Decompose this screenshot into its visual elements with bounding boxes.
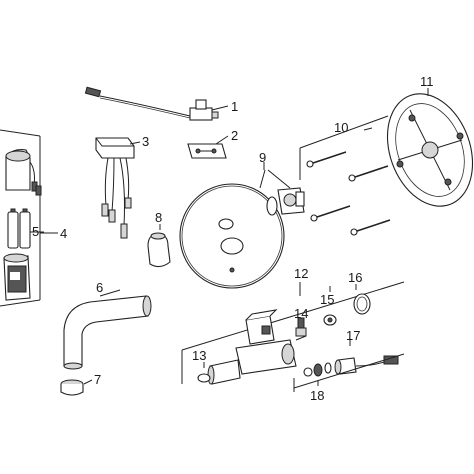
callout-1: 1 (231, 99, 238, 114)
battery-pack (3, 253, 31, 301)
callout-17: 17 (346, 328, 360, 343)
part-13-o-ring (197, 373, 211, 383)
callout-8: 8 (155, 210, 162, 225)
part-5-batteries (7, 208, 44, 249)
callout-10: 10 (334, 120, 348, 135)
part-9-mounting-unit (259, 169, 305, 216)
callout-16: 16 (348, 270, 362, 285)
cover-plate (179, 183, 285, 289)
part-16-seal-ring (353, 293, 371, 315)
callout-11: 11 (420, 74, 434, 89)
screw (350, 219, 391, 236)
screw (310, 205, 351, 222)
valve-body (207, 309, 307, 385)
callout-labels: 1 2 3 4 5 6 7 8 9 10 11 12 13 14 15 16 1… (32, 74, 434, 403)
part-12-bracket (181, 281, 405, 384)
callout-6: 6 (96, 280, 103, 295)
part-1-sensor-cable (84, 86, 219, 121)
callout-2: 2 (231, 128, 238, 143)
callout-5: 5 (32, 224, 39, 239)
part-7-aerator (60, 379, 93, 396)
callout-3: 3 (142, 134, 149, 149)
part-6-spout (63, 289, 152, 370)
part-4-bracket (0, 129, 58, 307)
callout-4: 4 (60, 226, 67, 241)
part-11-mounting-ring (386, 93, 474, 207)
callout-14: 14 (294, 306, 308, 321)
part-15-nut (323, 314, 337, 326)
screw (306, 151, 347, 168)
callout-7: 7 (94, 372, 101, 387)
callout-15: 15 (320, 292, 334, 307)
part-3-control-module (95, 137, 135, 239)
callout-9: 9 (259, 150, 266, 165)
callout-18: 18 (310, 388, 324, 403)
part-10-screws (299, 115, 391, 236)
part-18-fittings (293, 353, 405, 392)
callout-12: 12 (294, 266, 308, 281)
screw (348, 165, 389, 182)
callout-13: 13 (192, 348, 206, 363)
part-2-bracket-plate (187, 143, 227, 159)
leader-lines (129, 88, 429, 386)
part-14-valve (295, 317, 307, 337)
part-8-knob (147, 224, 171, 268)
